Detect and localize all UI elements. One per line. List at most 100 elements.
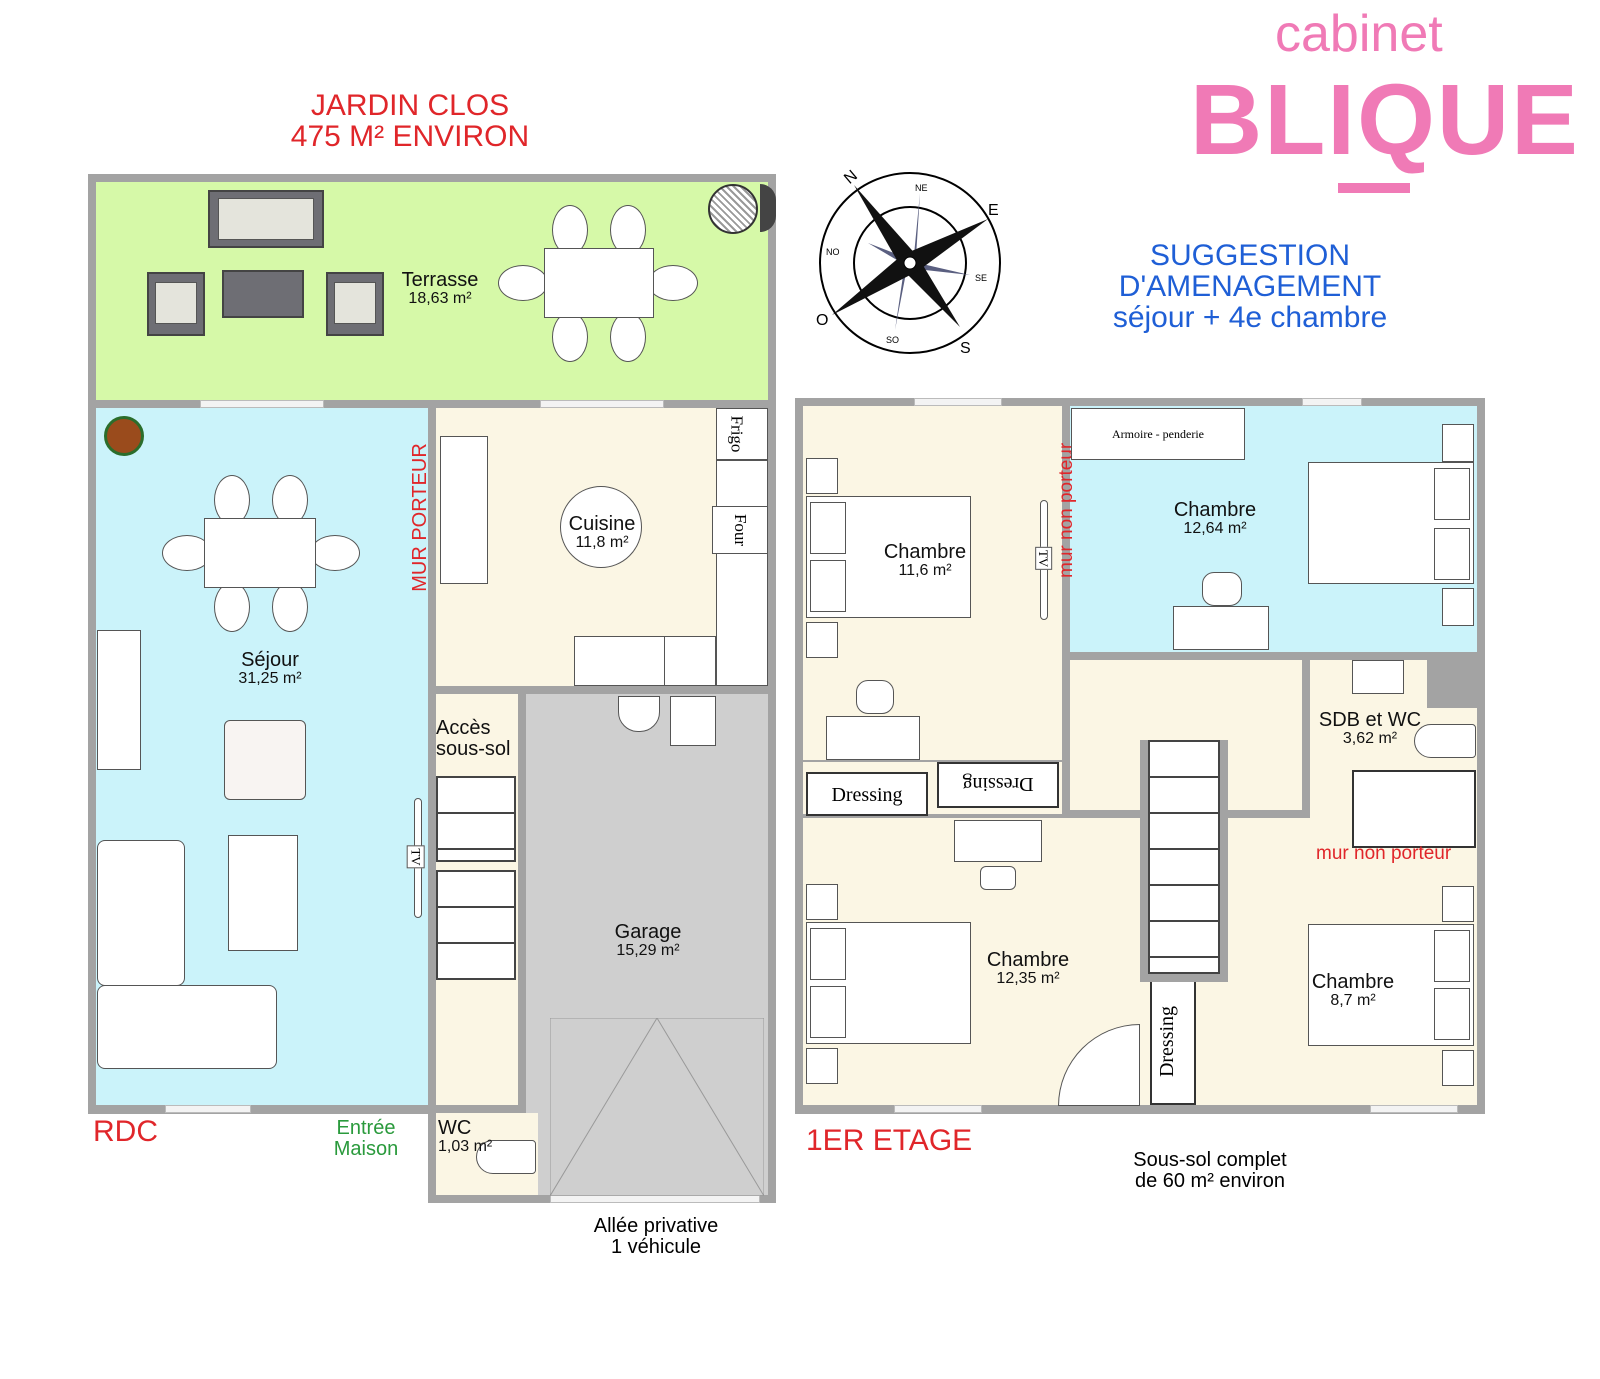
window: [894, 1105, 982, 1113]
garage-name: Garage: [614, 921, 682, 943]
office-chair: [856, 680, 894, 714]
entree-line1: Entrée: [336, 1117, 396, 1139]
logo: cabinet BLIQUE: [1190, 5, 1578, 198]
window: [914, 398, 1002, 406]
label-mur-porteur: MUR PORTEUR: [408, 443, 431, 592]
window: [540, 400, 664, 408]
chambre-1-name: Chambre: [883, 541, 967, 563]
toilet: [476, 1140, 536, 1174]
plant-icon: [104, 416, 144, 456]
chair: [272, 582, 308, 632]
garden-line2: 475 M² ENVIRON: [290, 120, 530, 153]
window: [1370, 1105, 1458, 1113]
label-tv-etage: TV: [1035, 546, 1053, 571]
chair: [648, 265, 698, 301]
logo-bar: [1338, 183, 1410, 193]
chambre-2-area: 12,64 m²: [1183, 520, 1247, 537]
sdb-name: SDB et WC: [1318, 709, 1422, 731]
chair: [552, 205, 588, 255]
desk: [826, 716, 920, 760]
chambre-1-area: 11,6 m²: [898, 562, 952, 579]
label-1er-etage: 1ER ETAGE: [806, 1124, 973, 1157]
nightstand: [1442, 1050, 1474, 1086]
sink: [1352, 660, 1404, 694]
oven: [712, 506, 768, 554]
dressing: Dressing: [937, 762, 1059, 808]
dressing: Dressing: [806, 772, 928, 816]
chair: [214, 582, 250, 632]
shower: [1352, 770, 1476, 848]
pillow: [810, 986, 846, 1038]
desk: [954, 820, 1042, 862]
barbecue-icon: [708, 184, 758, 234]
chambre-3-area: 12,35 m²: [996, 970, 1060, 987]
pillow: [810, 560, 846, 612]
barbecue-lid: [760, 184, 776, 232]
coffee-table: [228, 835, 298, 951]
pillow: [1434, 468, 1470, 520]
suggestion-line1: SUGGESTION: [1149, 239, 1351, 272]
compass-so: SO: [886, 335, 899, 345]
label-four: Four: [731, 513, 751, 547]
sink: [574, 636, 666, 686]
label-frigo: Frigo: [727, 415, 747, 453]
chair: [498, 265, 548, 301]
nightstand: [806, 622, 838, 658]
allee-line2: 1 véhicule: [610, 1236, 702, 1258]
entree-line2: Maison: [333, 1138, 399, 1160]
room-garage: [526, 694, 768, 1195]
nightstand: [1442, 886, 1474, 922]
window: [165, 1105, 251, 1113]
window: [1302, 398, 1362, 406]
sdb-wall-block: [1427, 660, 1477, 708]
chair: [162, 535, 212, 571]
chair: [552, 312, 588, 362]
garden-line1: JARDIN CLOS: [310, 89, 510, 122]
suggestion-title: SUGGESTION D'AMENAGEMENT séjour + 4e cha…: [1080, 240, 1420, 333]
acces-line1: Accès: [436, 717, 491, 739]
compass-se: SE: [975, 273, 987, 283]
nightstand: [1442, 424, 1474, 462]
sink: [618, 696, 660, 732]
compass-e: E: [988, 202, 999, 219]
cuisine-area: 11,8 m²: [575, 534, 629, 551]
nightstand: [1442, 588, 1474, 626]
chair: [310, 535, 360, 571]
chambre-3-name: Chambre: [986, 949, 1070, 971]
garage-door: [550, 1018, 764, 1196]
terrasse-name: Terrasse: [401, 269, 479, 291]
wardrobe: Armoire - penderie: [1071, 408, 1245, 460]
pillow: [1434, 988, 1470, 1040]
suggestion-line3: séjour + 4e chambre: [1112, 301, 1388, 334]
dining-table: [204, 518, 316, 588]
nightstand: [806, 1048, 838, 1084]
sofa: [208, 190, 324, 248]
logo-top: cabinet: [1275, 5, 1443, 63]
wc-name: WC: [438, 1117, 472, 1139]
garage-area: 15,29 m²: [616, 942, 680, 959]
cuisine-name: Cuisine: [568, 513, 636, 535]
wc-area: 1,03 m²: [438, 1138, 493, 1155]
nightstand: [806, 458, 838, 494]
chambre-4-name: Chambre: [1311, 971, 1395, 993]
compass-ne: NE: [915, 183, 928, 193]
pillow: [810, 502, 846, 554]
acces-line2: sous-sol: [436, 738, 511, 760]
chambre-4-area: 8,7 m²: [1330, 992, 1376, 1009]
chambre-2-name: Chambre: [1173, 499, 1257, 521]
compass-o: O: [816, 312, 828, 329]
counter: [716, 460, 768, 686]
compass-s: S: [960, 340, 971, 357]
cooktop: [664, 636, 716, 686]
sejour-name: Séjour: [241, 649, 299, 671]
